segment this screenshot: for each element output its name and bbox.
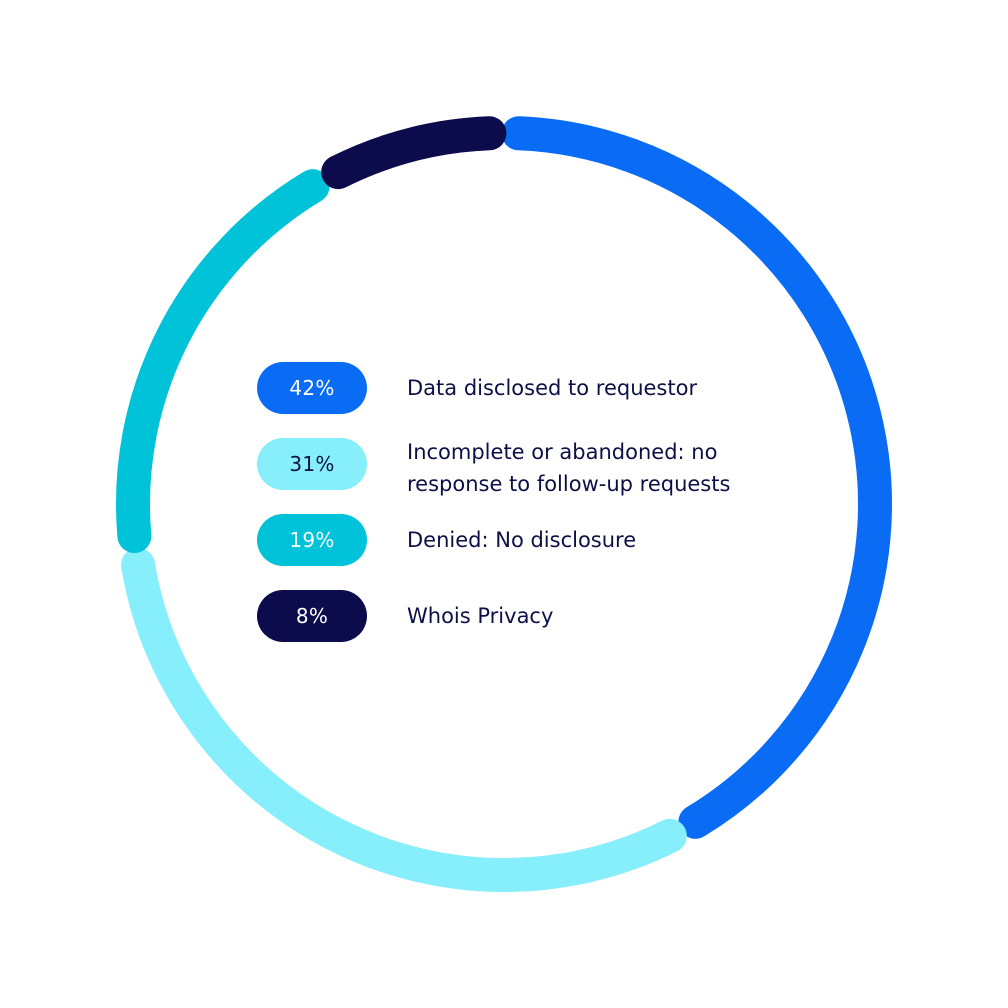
- legend-label: Denied: No disclosure: [407, 528, 637, 552]
- legend-label: Incomplete or abandoned: no response to …: [407, 440, 731, 496]
- arc-data-disclosed: [501, 116, 892, 839]
- legend-percent-badge: 19%: [257, 514, 367, 566]
- legend-percent-badge: 42%: [257, 362, 367, 414]
- arc-whois-privacy: [321, 116, 507, 190]
- legend-label: Whois Privacy: [407, 604, 554, 628]
- arc-incomplete: [121, 547, 687, 893]
- legend-label: Data disclosed to requestor: [407, 376, 698, 400]
- legend-percent-badge: 8%: [257, 590, 367, 642]
- legend-percent-badge: 31%: [257, 438, 367, 490]
- arc-denied: [116, 169, 330, 554]
